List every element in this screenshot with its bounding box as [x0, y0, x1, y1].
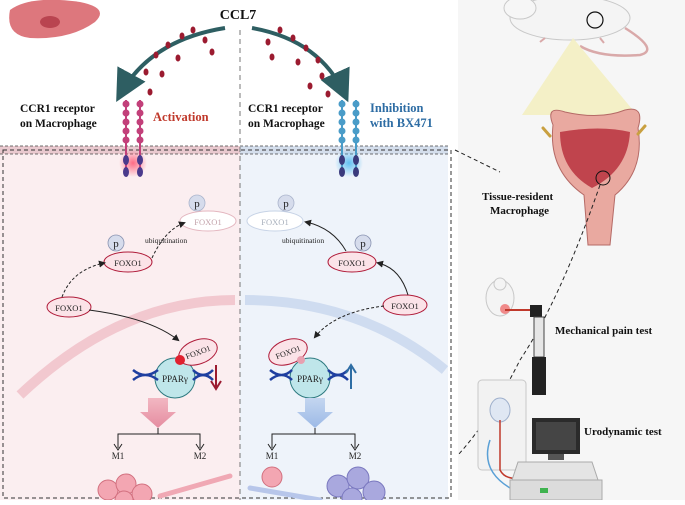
- svg-text:p: p: [113, 238, 119, 250]
- arrow-ccl7-left: [116, 26, 226, 103]
- ubiquitination-right: ubiquitination: [282, 236, 324, 245]
- macrophage-label-2: Macrophage: [490, 205, 549, 217]
- receptor-label-left-1: CCR1 receptor: [20, 103, 95, 115]
- m2-label-right: M2: [349, 451, 362, 461]
- pain-test-image: [485, 277, 546, 395]
- svg-text:p: p: [194, 198, 200, 210]
- receptor-label-right-1: CCR1 receptor: [248, 103, 323, 115]
- inhibition-label-1: Inhibition: [370, 101, 424, 115]
- arrow-ccl7-right: [251, 26, 350, 103]
- ccl7-label: CCL7: [220, 8, 257, 23]
- pparg-complex-left: PPARγ FOXO1: [132, 338, 218, 399]
- gradient-arrow-left: [140, 398, 176, 428]
- foxo1-cytoplasm-right: FOXO1: [382, 294, 428, 316]
- foxo1-faded-right: FOXO1 p: [246, 194, 304, 232]
- svg-text:PPARγ: PPARγ: [297, 374, 323, 384]
- foxo1-faded-left: FOXO1 p: [179, 194, 237, 232]
- bladder-marker-circle: [586, 11, 604, 29]
- m2-cell-left: [157, 473, 233, 499]
- svg-text:FOXO1: FOXO1: [55, 303, 82, 313]
- rat-image: [503, 0, 649, 57]
- m2-label-left: M2: [194, 451, 207, 461]
- svg-text:p: p: [283, 198, 289, 210]
- svg-text:FOXO1: FOXO1: [114, 258, 141, 268]
- svg-text:FOXO1: FOXO1: [194, 217, 221, 227]
- zoom-cone: [522, 38, 637, 115]
- urodynamic-image: [477, 379, 603, 501]
- m1-label-left: M1: [112, 451, 125, 461]
- foxo1-cytoplasm-left: FOXO1: [46, 296, 92, 318]
- panel-frame: [2, 149, 452, 499]
- ubiquitination-left: ubiquitination: [145, 236, 187, 245]
- m1-label-right: M1: [266, 451, 279, 461]
- connector-line-top: [454, 149, 501, 173]
- pparg-complex-right: PPARγ FOXO1: [268, 338, 349, 399]
- ccr1-receptor-right: [335, 100, 363, 177]
- ccr1-receptor-left: [119, 100, 147, 177]
- svg-text:FOXO1: FOXO1: [261, 217, 288, 227]
- nucleus-membrane-left: [16, 295, 236, 399]
- svg-text:FOXO1: FOXO1: [391, 301, 418, 311]
- macrophage-marker-circle: [595, 170, 611, 186]
- down-arrow-pparg: [210, 380, 222, 391]
- m1-cell-right: [261, 466, 283, 488]
- inhibition-label-2: with BX471: [370, 116, 433, 130]
- inhibition-panel-bg: [240, 148, 448, 500]
- bladder-image: [541, 108, 647, 246]
- pain-test-label: Mechanical pain test: [555, 325, 652, 337]
- receptor-label-left-2: on Macrophage: [20, 118, 97, 130]
- foxo1-phospho-right: FOXO1 p: [327, 234, 377, 273]
- ccl7-molecules: [143, 26, 331, 98]
- svg-text:FOXO1: FOXO1: [338, 258, 365, 268]
- urodynamic-label: Urodynamic test: [584, 426, 662, 438]
- svg-text:PPARγ: PPARγ: [162, 374, 188, 384]
- nucleus-membrane-right: [244, 295, 449, 374]
- activation-label: Activation: [153, 110, 209, 124]
- up-arrow-pparg: [345, 363, 357, 374]
- svg-text:p: p: [360, 238, 366, 250]
- receptor-label-right-2: on Macrophage: [248, 118, 325, 130]
- gradient-arrow-right: [297, 398, 333, 428]
- macrophage-label-1: Tissue-resident: [482, 191, 553, 203]
- foxo1-phospho-left: FOXO1 p: [103, 234, 153, 273]
